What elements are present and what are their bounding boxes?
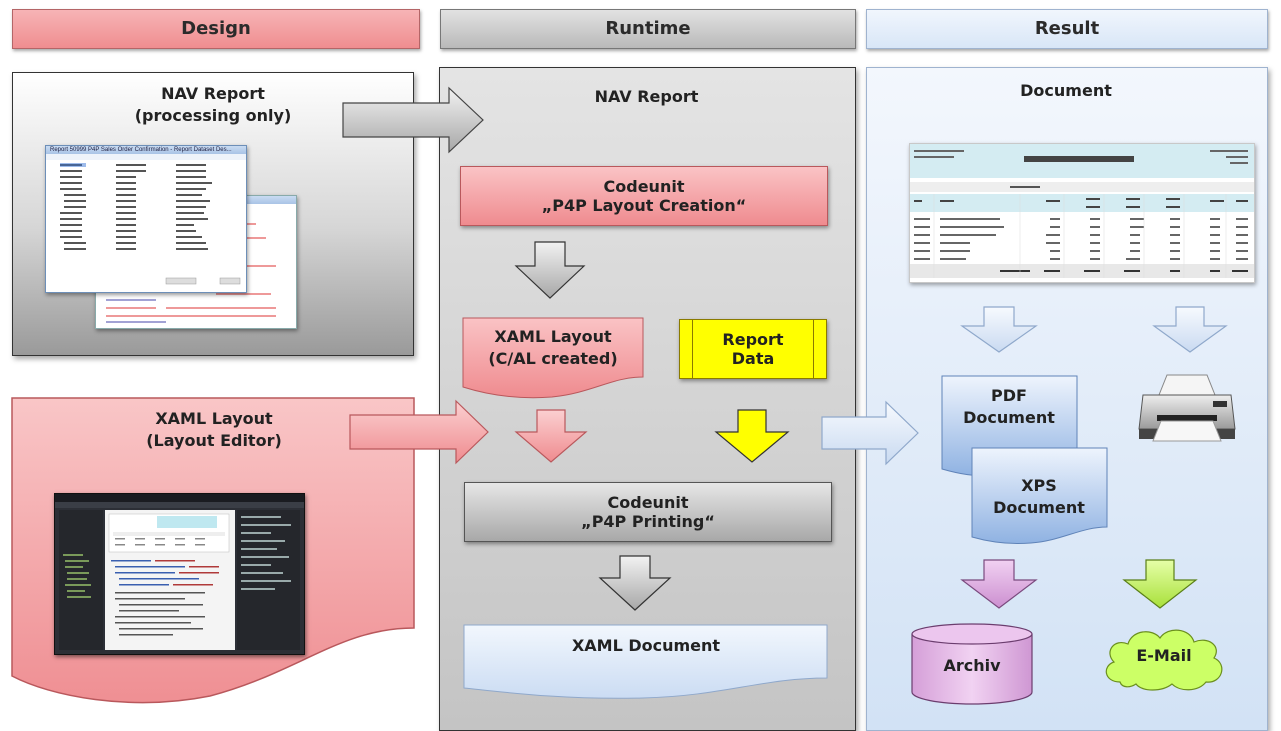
nav-report-design-subtitle: (processing only) [134, 106, 292, 125]
xaml-layout-cal-doc-shape [462, 317, 644, 399]
xps-document-line1: XPS [1021, 476, 1057, 495]
pdf-document-line2: Document [963, 408, 1055, 427]
xaml-document-shape [463, 624, 828, 699]
runtime-nav-report-label: NAV Report [594, 87, 699, 106]
report-data-line1: Report [722, 330, 784, 349]
xps-document-line2: Document [993, 498, 1085, 517]
xaml-layout-cal-line1: XAML Layout [494, 327, 612, 346]
archiv-label: Archiv [943, 656, 1001, 675]
report-document-screenshot [909, 143, 1255, 283]
codeunit-layout-creation-line2: „P4P Layout Creation“ [541, 196, 747, 215]
codeunit-printing-line1: Codeunit [607, 493, 689, 512]
header-runtime: Runtime [440, 9, 856, 49]
xaml-layout-design-title: XAML Layout [155, 409, 273, 428]
xaml-layout-cal-line2: (C/AL created) [488, 349, 618, 368]
header-result: Result [866, 9, 1268, 49]
header-design: Design [12, 9, 420, 49]
report-data-box: Report Data [679, 319, 827, 379]
nav-dataset-window-screenshot: Report 50999 P4P Sales Order Confirmatio… [45, 145, 247, 293]
pdf-document-line1: PDF [991, 386, 1027, 405]
archiv-database-shape [911, 623, 1033, 705]
codeunit-layout-creation-box: Codeunit „P4P Layout Creation“ [460, 166, 828, 226]
email-cloud-shape [1105, 629, 1223, 691]
codeunit-printing-line2: „P4P Printing“ [581, 512, 715, 531]
codeunit-printing-box: Codeunit „P4P Printing“ [464, 482, 832, 542]
xps-document-shape [971, 447, 1108, 544]
printer-icon [1138, 374, 1236, 442]
codeunit-layout-creation-line1: Codeunit [603, 177, 685, 196]
result-document-label: Document [1020, 81, 1112, 100]
email-label: E-Mail [1136, 646, 1192, 665]
nav-report-design-panel: NAV Report (processing only) Report 5099… [12, 72, 414, 356]
xaml-document-label: XAML Document [571, 636, 721, 655]
layout-editor-screenshot [54, 493, 305, 655]
report-data-line2: Data [731, 349, 775, 368]
xaml-layout-design-subtitle: (Layout Editor) [146, 431, 282, 450]
nav-report-design-title: NAV Report [161, 84, 265, 103]
